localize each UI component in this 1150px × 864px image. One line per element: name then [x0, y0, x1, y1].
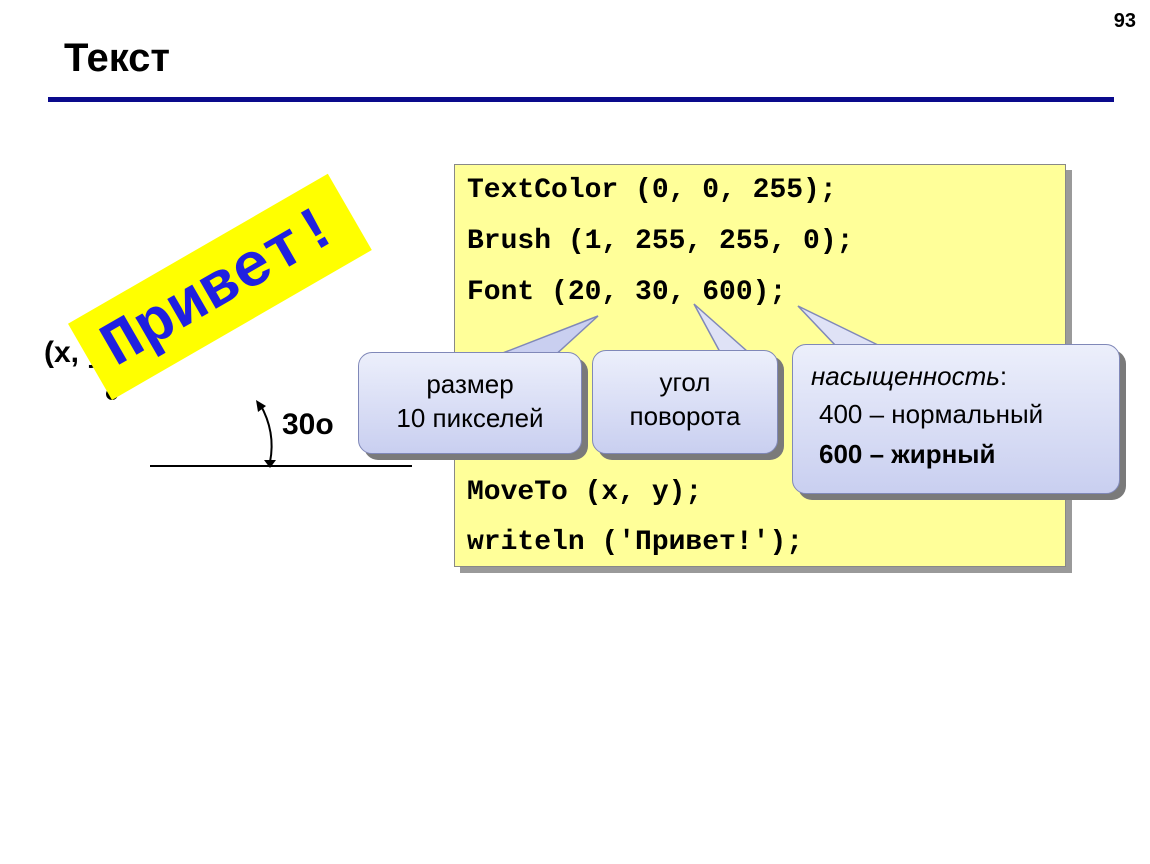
angle-label: 30o: [282, 408, 334, 441]
slide-title: Текст: [64, 36, 171, 80]
callout-weight-line2: 600 – жирный: [819, 439, 996, 469]
callout-weight: насыщенность: 400 – нормальный 600 – жир…: [792, 344, 1120, 494]
callout-weight-heading-suffix: :: [999, 361, 1008, 391]
code-line-moveto: MoveTo (x, y);: [467, 477, 703, 508]
callout-weight-heading: насыщенность: [811, 361, 1000, 391]
callout-weight-line1: 400 – нормальный: [819, 399, 1044, 429]
callout-angle: угол поворота: [592, 350, 778, 454]
callout-size: размер 10 пикселей: [358, 352, 582, 454]
code-line-textcolor: TextColor (0, 0, 255);: [467, 175, 837, 206]
callout-size-line1: размер: [426, 369, 514, 399]
callout-size-line2: 10 пикселей: [396, 403, 544, 433]
callout-angle-line1: угол: [659, 367, 711, 397]
code-line-font: Font (20, 30, 600);: [467, 277, 787, 308]
code-line-writeln: writeln ('Привет!');: [467, 527, 804, 558]
callout-angle-line2: поворота: [629, 401, 741, 431]
title-underline: [48, 97, 1114, 102]
angle-arc-icon: [256, 400, 276, 468]
page-number: 93: [1113, 10, 1136, 32]
code-line-brush: Brush (1, 255, 255, 0);: [467, 226, 854, 257]
callout-weight-heading-row: насыщенность:: [811, 359, 1119, 393]
baseline: [150, 465, 412, 467]
